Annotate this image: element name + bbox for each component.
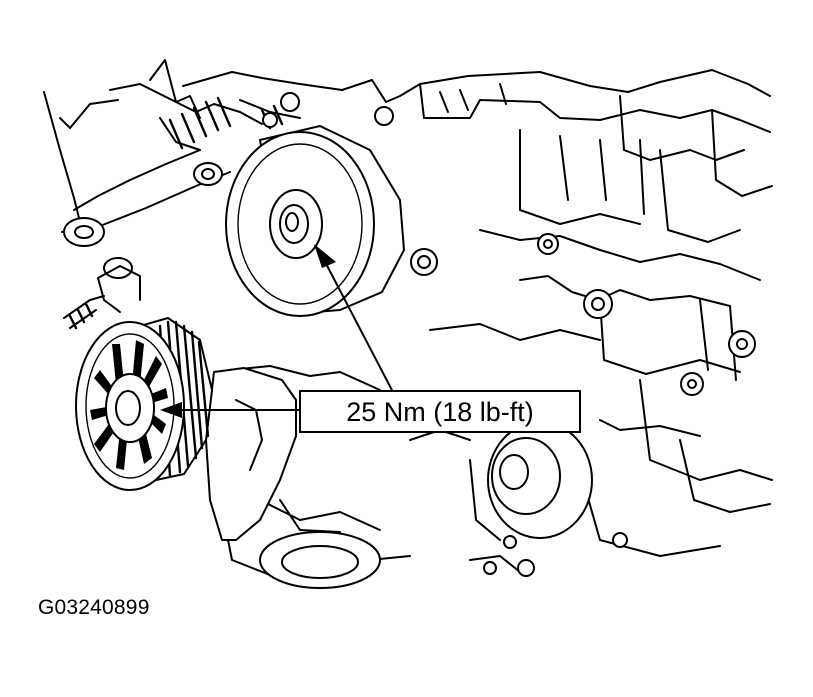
torque-callout: 25 Nm (18 lb-ft) [299, 390, 581, 433]
lower-right-pulley [469, 421, 593, 541]
upper-pulley [225, 125, 405, 395]
idler-pulley [75, 317, 301, 491]
figure-id: G03240899 [38, 596, 150, 619]
engine-block-outline [43, 59, 773, 577]
torque-callout-label: 25 Nm (18 lb-ft) [346, 397, 534, 427]
